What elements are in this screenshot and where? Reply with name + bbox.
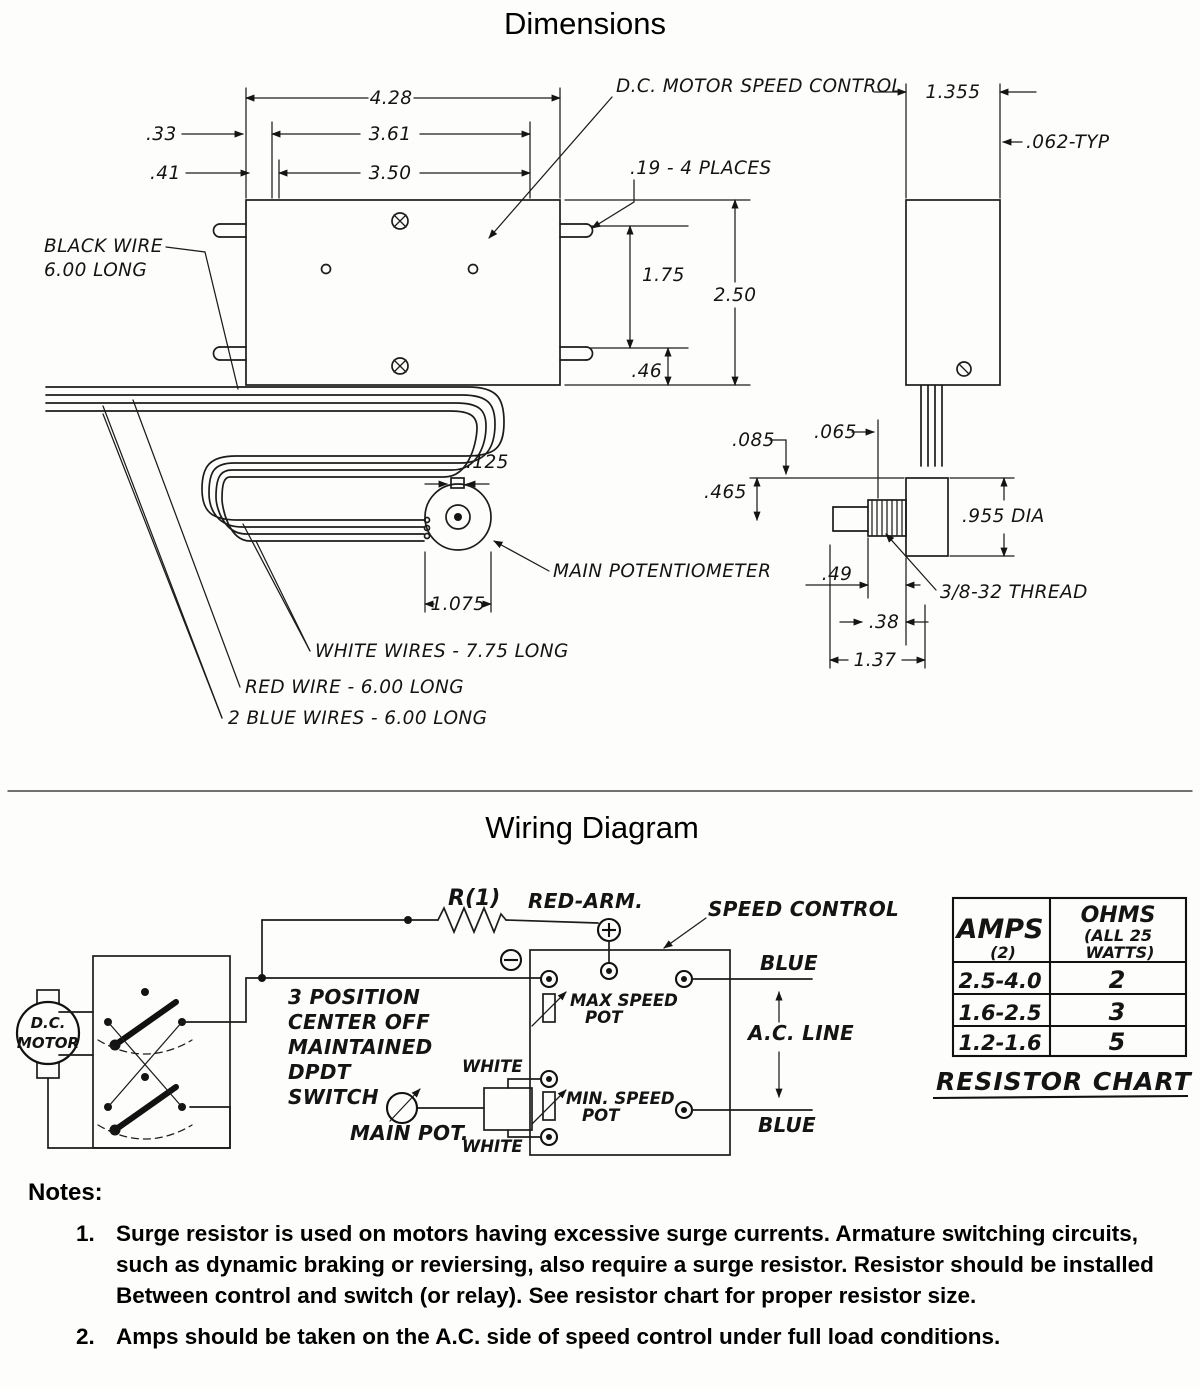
motor-label-1: D.C. (31, 1014, 66, 1032)
terminal-f (674, 1100, 694, 1120)
dim-33: .33 (146, 124, 177, 145)
row2-ohms: 3 (1109, 998, 1126, 1026)
dim-125: .125 (466, 452, 509, 473)
height-dimensions: 1.75 .46 2.50 (564, 199, 757, 386)
motor-label-2: MOTOR (17, 1034, 79, 1052)
dim-46: .46 (631, 361, 662, 382)
speed-control-box: SPEED CONTROL MAX SPEED POT MIN. SPEED P… (529, 897, 899, 1156)
dim-085: .085 (732, 430, 775, 451)
chart-row-3: 1.2-1.6 5 (958, 1028, 1125, 1056)
minus-terminal-icon (499, 948, 523, 972)
ohms-header: OHMS (1081, 903, 1156, 928)
blue-wires-label: 2 BLUE WIRES - 6.00 LONG (228, 708, 487, 729)
blue-bottom-label: BLUE (758, 1113, 816, 1137)
ac-line-label: A.C. LINE (746, 1021, 854, 1045)
dim-1075: 1.075 (431, 594, 486, 615)
dim-175: 1.75 (642, 265, 685, 286)
max-speed-label-1: MAX SPEED (570, 991, 678, 1010)
amps-subheader: (2) (990, 943, 1016, 962)
switch-label-1: 3 POSITION (288, 985, 420, 1009)
red-arm-label: RED-ARM. (528, 889, 643, 913)
dpdt-switch-symbol: 3 POSITION CENTER OFF MAINTAINED DPDT SW… (92, 955, 433, 1149)
red-wire-label: RED WIRE - 6.00 LONG (245, 677, 464, 698)
row1-ohms: 2 (1109, 966, 1126, 994)
dim-250: 2.50 (714, 285, 757, 306)
notes-heading: Notes: (28, 1179, 103, 1206)
resistor-chart-caption: RESISTOR CHART (936, 1067, 1193, 1096)
dim-465: .465 (704, 482, 747, 503)
white-wires-label: WHITE WIRES - 7.75 LONG (315, 641, 569, 662)
terminal-a (539, 969, 559, 989)
switch-label-2: CENTER OFF (288, 1010, 430, 1034)
dim-1355: 1.355 (926, 82, 981, 103)
switch-label-4: DPDT (288, 1060, 352, 1084)
front-view (212, 199, 594, 386)
places-callout: .19 - 4 PLACES (630, 158, 772, 179)
terminal-e (539, 1127, 559, 1147)
ac-line-wiring: BLUE BLUE A.C. LINE (691, 951, 854, 1137)
wiring-drawing: D.C. MOTOR 3 POSITION CENTER OFF M (15, 886, 1193, 1156)
wiring-title: Wiring Diagram (485, 810, 699, 845)
speed-control-callout: D.C. MOTOR SPEED CONTROL (616, 76, 902, 97)
switch-label-5: SWITCH (288, 1085, 379, 1109)
white-top-label: WHITE (462, 1057, 523, 1076)
speed-control-label: SPEED CONTROL (708, 897, 899, 921)
white-bottom-label: WHITE (462, 1137, 523, 1156)
dim-137: 1.37 (854, 650, 897, 671)
amps-header: AMPS (955, 914, 1044, 945)
plus-terminal-icon (596, 917, 622, 943)
chart-row-2: 1.6-2.5 3 (958, 998, 1125, 1026)
max-speed-label-2: POT (585, 1008, 624, 1027)
wire-bundle (45, 386, 505, 542)
dim-38: .38 (869, 612, 900, 633)
dim-428: 4.28 (370, 88, 413, 109)
note-2-text: Amps should be taken on the A.C. side of… (116, 1324, 1001, 1349)
r1-label: R(1) (448, 886, 500, 911)
note-1-number: 1. (76, 1221, 95, 1246)
pot-shaft-detail: .085 .065 .465 .955 DIA .49 .38 (704, 419, 1088, 671)
dim-49: .49 (822, 564, 853, 585)
note-item-1: 1. Surge resistor is used on motors havi… (76, 1218, 1178, 1311)
wire-labels: BLACK WIRE 6.00 LONG WHITE WIRES - 7.75 … (44, 236, 569, 729)
dim-361: 3.61 (369, 124, 412, 145)
min-speed-label-1: MIN. SPEED (566, 1089, 675, 1108)
typ-callout: .062-TYP (1026, 132, 1110, 153)
main-pot-label: MAIN POT. (350, 1121, 469, 1145)
dia-callout: .955 DIA (962, 506, 1045, 527)
black-wire-label-2: 6.00 LONG (44, 260, 147, 281)
terminal-c (674, 969, 694, 989)
top-dimensions: 4.28 3.61 3.50 .33 .41 D.C. MOTOR SPEED … (146, 76, 902, 239)
row2-amps: 1.6-2.5 (958, 1001, 1041, 1025)
dc-motor-symbol: D.C. MOTOR (15, 989, 231, 1149)
black-wire-label-1: BLACK WIRE (44, 236, 163, 257)
dimensions-title: Dimensions (504, 6, 666, 41)
dim-350: 3.50 (369, 163, 412, 184)
armature-wiring: R(1) RED-ARM. (181, 886, 643, 1023)
ohms-subheader-2: WATTS) (1086, 943, 1155, 962)
terminal-d (539, 1069, 559, 1089)
row3-ohms: 5 (1109, 1028, 1126, 1056)
resistor-chart: AMPS (2) OHMS (ALL 25 WATTS) 2.5-4.0 2 1… (932, 896, 1193, 1100)
main-pot-wiring: WHITE WHITE MAIN POT. (350, 1057, 542, 1156)
chart-row-1: 2.5-4.0 2 (958, 966, 1125, 994)
dim-065: .065 (814, 422, 857, 443)
pot-front-view: .125 1.075 MAIN POTENTIOMETER (423, 452, 771, 615)
note-1-text: Surge resistor is used on motors having … (116, 1221, 1154, 1308)
row1-amps: 2.5-4.0 (958, 969, 1041, 993)
dim-41: .41 (150, 163, 181, 184)
min-speed-label-2: POT (582, 1106, 621, 1125)
terminal-b (599, 961, 619, 981)
ohms-subheader-1: (ALL 25 (1084, 926, 1152, 945)
row3-amps: 1.2-1.6 (958, 1031, 1041, 1055)
blue-top-label: BLUE (760, 951, 818, 975)
note-item-2: 2. Amps should be taken on the A.C. side… (76, 1321, 1178, 1352)
switch-label-3: MAINTAINED (288, 1035, 433, 1059)
side-view: 1.355 .062-TYP (873, 82, 1110, 467)
main-pot-callout: MAIN POTENTIOMETER (553, 561, 771, 582)
dimensions-drawing: 4.28 3.61 3.50 .33 .41 D.C. MOTOR SPEED … (44, 76, 1110, 729)
thread-callout: 3/8-32 THREAD (940, 582, 1088, 603)
notes-section: Notes: 1. Surge resistor is used on moto… (28, 1178, 1178, 1352)
note-2-number: 2. (76, 1324, 95, 1349)
